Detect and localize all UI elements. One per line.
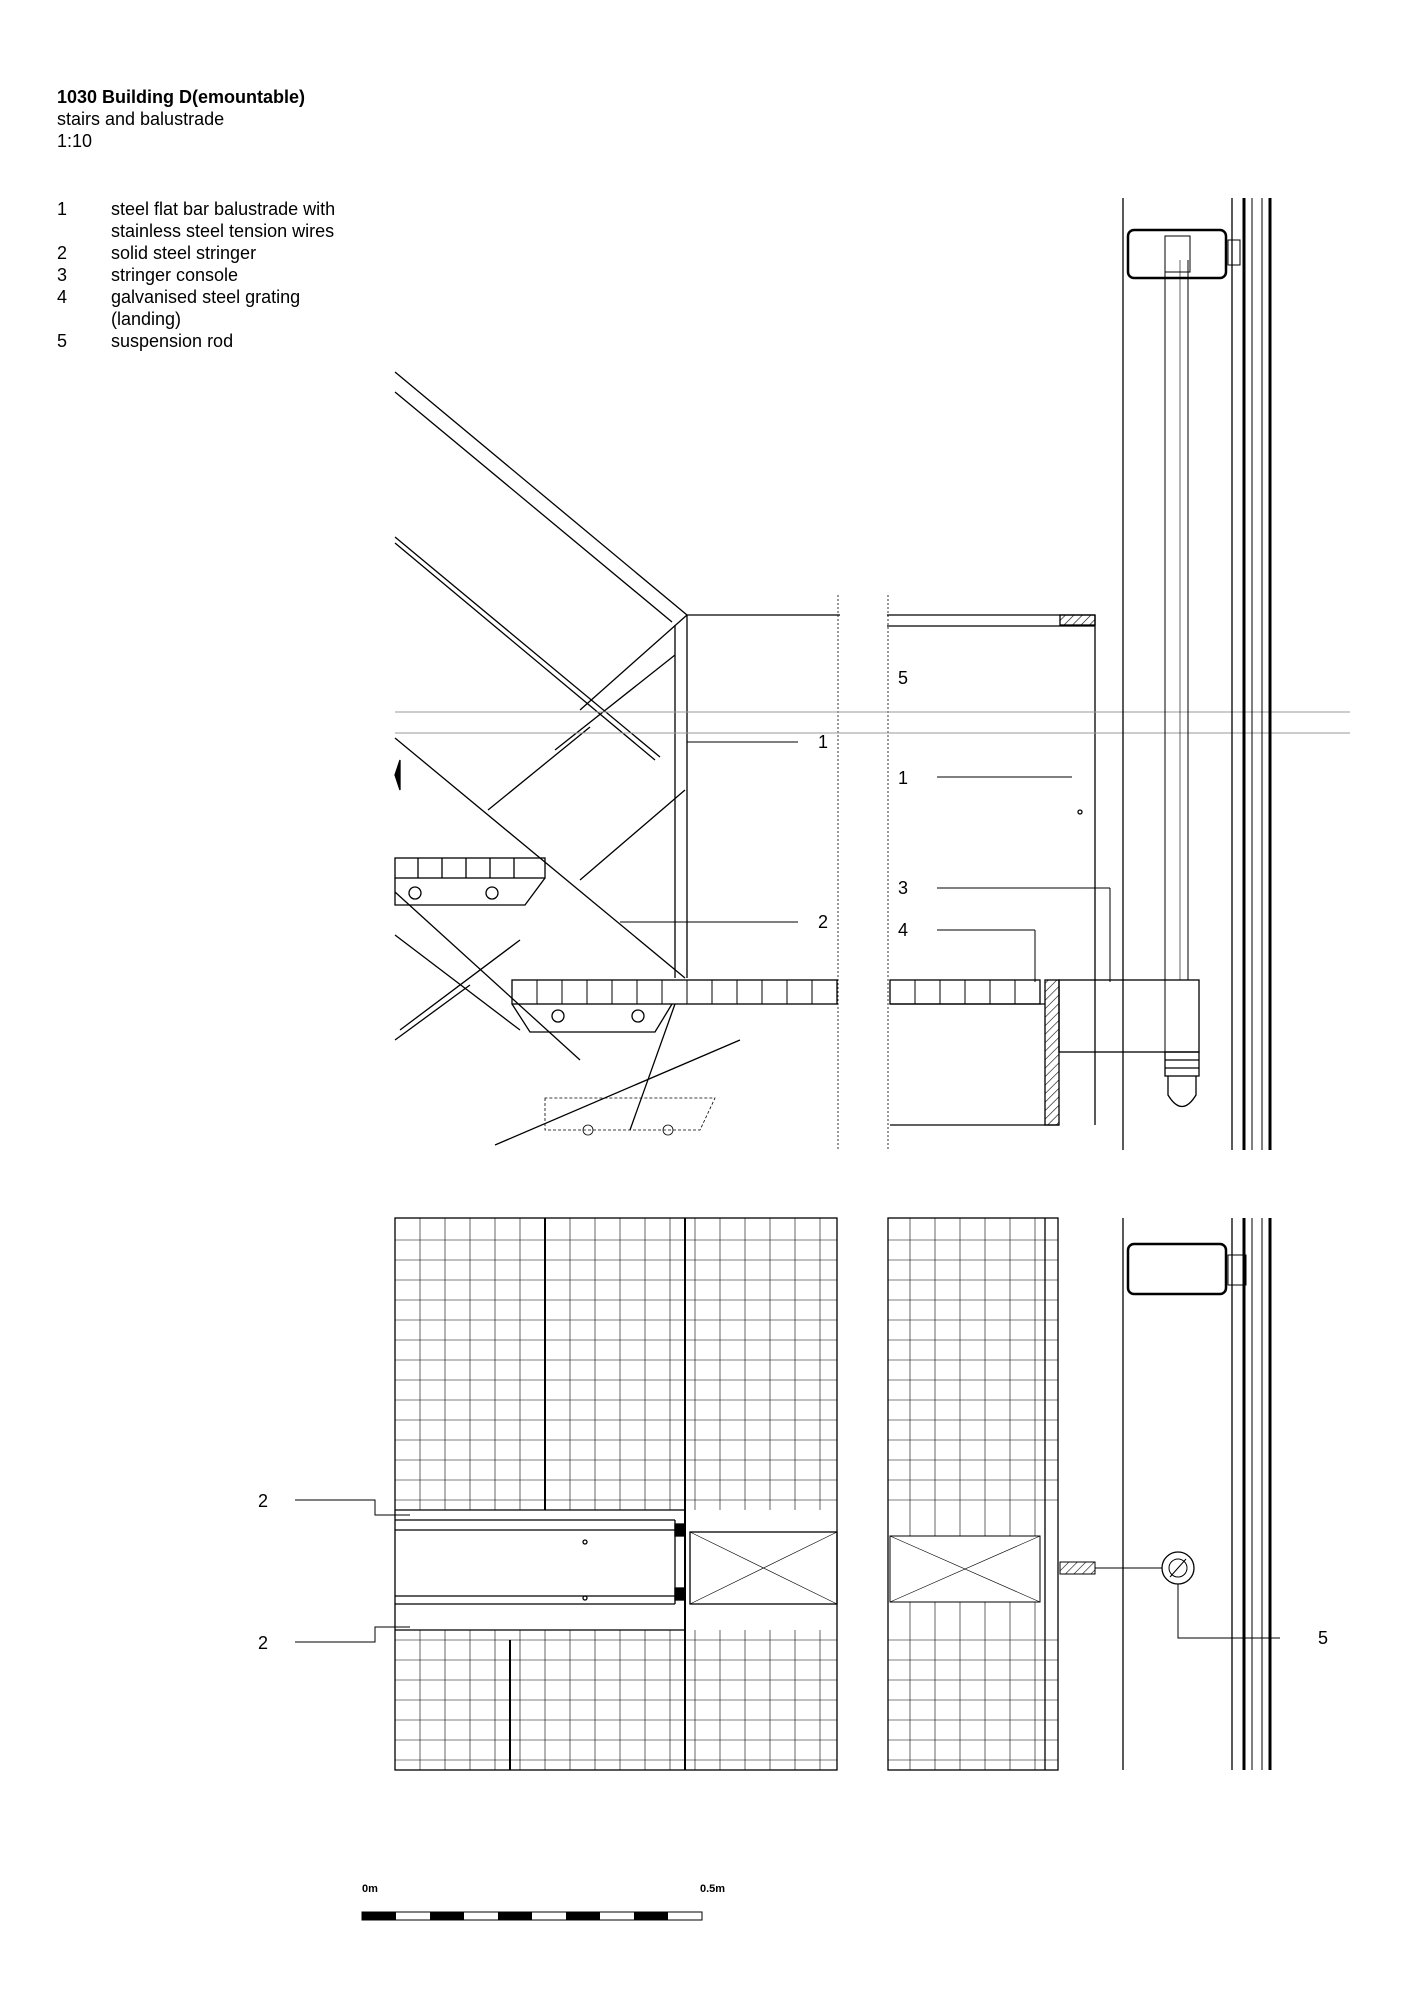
legend-item: 4 galvanised steel grating (landing) (57, 286, 371, 330)
stair-flight-line (394, 536, 661, 758)
balustrade-diagonal (399, 939, 521, 1031)
balustrade-diagonal (554, 654, 676, 751)
callout-5-plan: 5 (1318, 1628, 1328, 1648)
callout-5-section: 5 (898, 668, 908, 688)
legend-number: 3 (57, 265, 68, 285)
balustrade-diagonal (579, 614, 688, 711)
stair-flight-line (394, 934, 521, 1031)
legend-number: 5 (57, 331, 68, 351)
legend-text: galvanised steel grating (landing) (111, 287, 301, 329)
grating-plan-left (394, 1217, 838, 1771)
legend: 1 steel flat bar balustrade with stainle… (57, 198, 371, 352)
legend-item: 1 steel flat bar balustrade with stainle… (57, 198, 371, 242)
legend-number: 2 (57, 243, 68, 263)
callout-2-plan-bottom: 2 (258, 1633, 268, 1653)
legend-item: 3 stringer console (57, 264, 371, 286)
drawing-subtitle: stairs and balustrade (57, 109, 225, 129)
legend-number: 4 (57, 287, 68, 307)
balustrade-diagonal (487, 726, 591, 811)
plan-view (295, 1217, 1280, 1771)
stair-flight-line (394, 391, 673, 623)
callout-3: 3 (898, 878, 908, 898)
legend-text: steel flat bar balustrade with stainless… (111, 199, 336, 241)
legend-number: 1 (57, 199, 68, 219)
legend-text: stringer console (111, 265, 239, 285)
stringer-console-left (511, 1003, 673, 1033)
drawing-scale: 1:10 (57, 131, 93, 151)
stair-flight-line (394, 542, 656, 761)
balustrade-diagonal (494, 1039, 741, 1146)
scale-start-label: 0m (362, 1883, 378, 1895)
scale-bar: 0m 0.5m (361, 1883, 725, 1921)
tube-profile (1126, 228, 1228, 280)
stair-flight-line (394, 891, 581, 1061)
drawing-title: 1030 Building D(emountable) (57, 87, 306, 107)
legend-text: solid steel stringer (111, 243, 257, 263)
section-view (394, 198, 1350, 1150)
legend-item: 2 solid steel stringer (57, 242, 371, 264)
legend-item: 5 suspension rod (57, 330, 371, 352)
legend-text: suspension rod (111, 331, 234, 351)
grating-landing (511, 979, 838, 1005)
callout-2-plan-top: 2 (258, 1491, 268, 1511)
callout-1-left: 1 (818, 732, 828, 752)
tube-profile-plan (1126, 1242, 1228, 1296)
handrail-section-hatch (1059, 614, 1096, 626)
stair-flight-line (394, 371, 688, 616)
stringer-console-right (1058, 979, 1200, 1053)
grating-upper-left (394, 857, 546, 879)
stringer-plan (395, 1509, 838, 1631)
scale-end-label: 0.5m (700, 1883, 725, 1895)
callout-1-right: 1 (898, 768, 908, 788)
balustrade-diagonal (579, 789, 686, 881)
title-block: 1030 Building D(emountable) stairs and b… (57, 86, 305, 152)
grating-plan-right (887, 1217, 1059, 1771)
landing-edge-hatch (1044, 979, 1060, 1126)
callout-2-section: 2 (818, 912, 828, 932)
balustrade-diagonal (394, 984, 471, 1041)
callout-4: 4 (898, 920, 908, 940)
